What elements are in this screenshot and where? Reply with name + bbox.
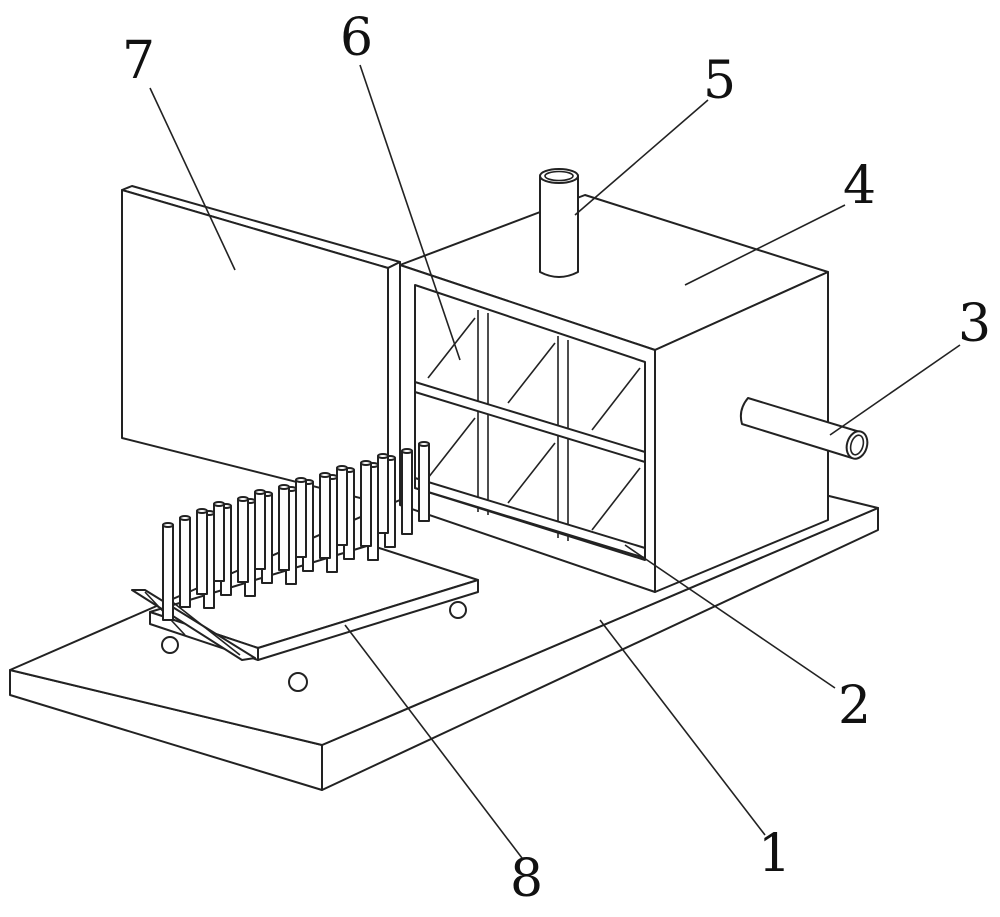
post-top (402, 449, 412, 453)
post-top (337, 466, 347, 470)
label-6: 6 (340, 12, 373, 64)
post-top (419, 442, 429, 446)
post (378, 456, 388, 533)
post-top (163, 523, 173, 527)
post-top (197, 509, 207, 513)
post (402, 451, 412, 534)
post-top (320, 473, 330, 477)
post (163, 525, 173, 620)
label-4: 4 (843, 160, 876, 212)
side-panel (122, 186, 400, 505)
post-top (361, 461, 371, 465)
label-5: 5 (703, 55, 736, 107)
label-8: 8 (510, 853, 543, 905)
post-top (378, 454, 388, 458)
post-top (238, 497, 248, 501)
post (180, 518, 190, 607)
post (296, 480, 306, 557)
post (419, 444, 429, 521)
post (214, 504, 224, 581)
post (320, 475, 330, 558)
post-top (255, 490, 265, 494)
post-top (214, 502, 224, 506)
top-pipe (540, 169, 578, 277)
label-7: 7 (122, 35, 155, 87)
post-top (279, 485, 289, 489)
label-3: 3 (958, 298, 991, 350)
post-top (296, 478, 306, 482)
post (255, 492, 265, 569)
post (238, 499, 248, 582)
post (337, 468, 347, 545)
post (279, 487, 289, 570)
post (197, 511, 207, 594)
label-2: 2 (838, 680, 871, 732)
post (361, 463, 371, 546)
post-top (180, 516, 190, 520)
label-1: 1 (758, 828, 791, 880)
